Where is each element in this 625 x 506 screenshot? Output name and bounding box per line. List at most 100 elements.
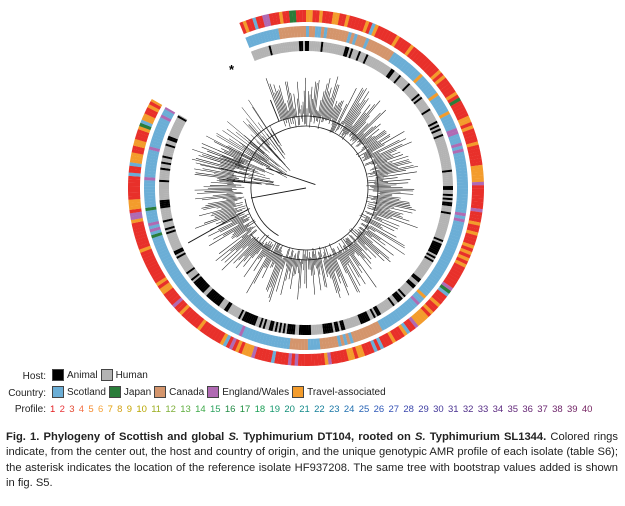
profile-ring-segment <box>387 331 397 344</box>
host-ring-segment <box>165 143 176 149</box>
host-ring-segment <box>380 301 389 312</box>
host-legend-item: Animal <box>50 369 98 381</box>
host-ring-segment <box>163 149 174 154</box>
host-ring-segment <box>331 322 336 333</box>
country-ring-segment <box>184 287 195 298</box>
tree-branch <box>368 189 414 192</box>
country-ring-segment <box>339 334 345 347</box>
host-ring-segment <box>161 210 172 215</box>
host-ring-segment <box>387 297 395 307</box>
host-ring-segment <box>369 308 376 319</box>
country-ring-segment <box>454 211 467 217</box>
country-ring-segment <box>322 337 327 350</box>
host-ring-segment <box>384 299 392 309</box>
country-ring-segment <box>247 328 254 341</box>
profile-legend-number: 4 <box>78 404 85 415</box>
country-ring-segment <box>431 97 443 107</box>
host-ring-segment <box>252 315 259 326</box>
country-ring-segment <box>216 313 226 325</box>
host-ring-segment <box>288 324 292 335</box>
country-ring-segment <box>427 275 439 285</box>
host-ring-segment <box>441 169 453 173</box>
host-ring-segment <box>416 101 427 110</box>
reference-asterisk: * <box>229 62 235 77</box>
country-ring-segment <box>456 179 468 183</box>
tree-branch <box>370 198 411 207</box>
host-ring-segment <box>159 187 170 191</box>
profile-ring-segment <box>274 351 280 364</box>
tree-branch <box>341 98 369 138</box>
profile-ring-segment <box>128 179 141 184</box>
country-ring-segment <box>397 59 407 70</box>
host-ring-segment <box>376 304 384 315</box>
host-ring-segment <box>437 147 448 153</box>
country-ring-segment <box>144 179 156 184</box>
profile-ring-segment <box>139 245 152 253</box>
country-legend-label: Scotland <box>67 386 106 398</box>
host-ring-segment <box>439 216 450 221</box>
tree-branch <box>281 256 286 270</box>
tree-branch <box>358 227 372 238</box>
country-ring-segment <box>330 336 336 348</box>
country-ring-segment <box>441 116 453 125</box>
tree-branch <box>243 234 269 267</box>
host-legend-label: Human <box>115 369 148 381</box>
host-ring-segment <box>264 46 270 57</box>
host-ring-segment <box>335 44 340 55</box>
host-ring-segment <box>245 312 252 323</box>
profile-ring-segment <box>469 210 483 216</box>
profile-ring-segment <box>372 338 381 351</box>
country-ring-segment <box>278 27 284 40</box>
tree-branch <box>269 257 284 302</box>
host-ring-segment <box>254 49 261 60</box>
country-ring-segment <box>438 110 451 119</box>
profile-ring-segment <box>128 175 141 180</box>
profile-ring-segment <box>424 301 436 313</box>
host-ring-segment <box>339 45 344 56</box>
tree-branch <box>213 219 250 240</box>
profile-ring-segment <box>334 12 341 26</box>
tree-branch <box>266 253 282 292</box>
host-ring-segment <box>252 50 259 61</box>
profile-ring-segment <box>429 296 441 308</box>
tree-branch <box>202 168 234 175</box>
tree-branch <box>221 155 266 173</box>
tree-branch <box>292 255 295 267</box>
tree-branch <box>228 150 241 157</box>
host-ring-segment <box>258 48 264 59</box>
country-ring-segment <box>385 50 395 62</box>
host-ring-segment <box>284 323 288 334</box>
host-ring-segment <box>434 233 445 239</box>
tree-branch <box>290 92 297 128</box>
country-ring-segment <box>167 266 179 275</box>
country-ring-segment <box>150 140 162 147</box>
profile-ring-segment <box>404 44 415 57</box>
profile-ring-segment <box>280 352 286 365</box>
country-ring-segment <box>308 26 313 38</box>
tree-branch <box>270 254 283 288</box>
tree-branch <box>372 190 401 193</box>
country-legend-swatch <box>52 386 64 398</box>
country-ring-segment <box>449 231 462 238</box>
country-ring-segment <box>153 131 165 139</box>
country-ring-segment <box>144 189 156 193</box>
country-ring-segment <box>154 240 166 248</box>
tree-branch <box>263 245 272 258</box>
host-ring-segment <box>422 258 432 267</box>
host-ring-segment <box>174 120 185 128</box>
country-ring-segment <box>304 338 308 350</box>
country-ring-segment <box>438 258 450 267</box>
country-ring-segment <box>435 105 448 114</box>
tree-branch <box>375 171 417 179</box>
country-ring-segment <box>295 338 300 350</box>
country-ring-segment <box>429 95 441 104</box>
host-ring-segment <box>442 177 453 181</box>
country-ring-segment <box>402 63 412 74</box>
country-ring-segment <box>232 322 241 334</box>
profile-ring-segment <box>302 9 307 23</box>
host-ring-segment <box>423 257 433 265</box>
tree-branch <box>201 146 244 164</box>
tree-branch <box>243 243 268 278</box>
host-ring-segment <box>203 285 212 295</box>
host-ring-segment <box>165 141 177 147</box>
